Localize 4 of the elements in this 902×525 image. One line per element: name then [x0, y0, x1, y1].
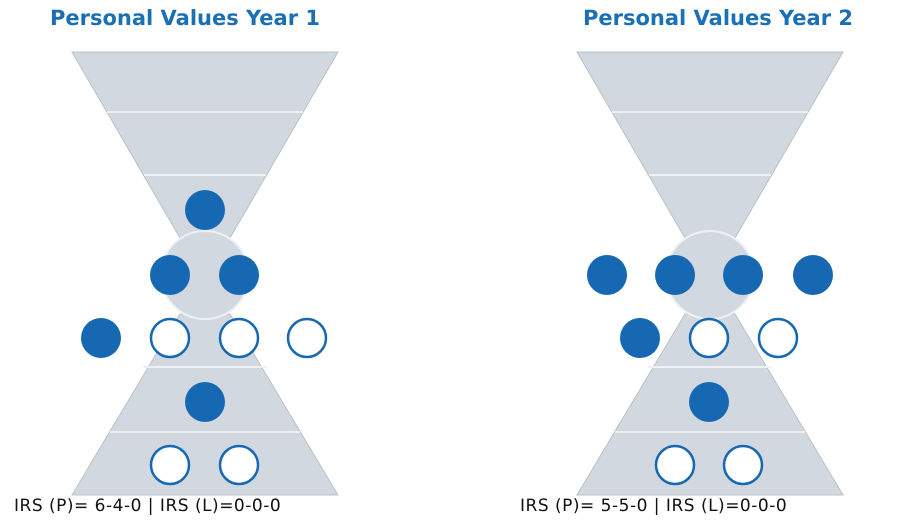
score-text: IRS (P)= 5-5-0 | IRS (L)=0-0-0 — [520, 496, 788, 516]
score-text: IRS (P)= 6-4-0 | IRS (L)=0-0-0 — [14, 496, 282, 516]
panel-heading: Personal Values Year 2 — [583, 6, 853, 30]
panel-heading: Personal Values Year 1 — [50, 6, 320, 30]
